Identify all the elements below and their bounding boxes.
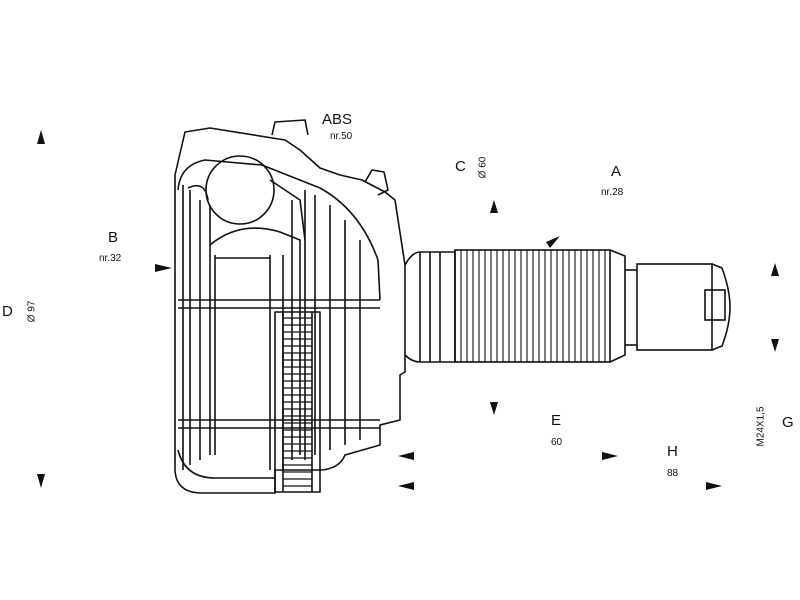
arrow-e-left [398,452,414,460]
abs-tab [271,119,309,136]
label-e: E [551,412,562,429]
arrow-d-up [37,130,45,144]
arrow-c-up [490,200,498,213]
label-h-dim: 88 [667,468,679,479]
ball [205,155,275,225]
label-b-nr: nr.32 [99,253,122,264]
shaft-tip [711,263,731,351]
arrow-h-left [398,482,414,490]
joint-housing [174,127,406,494]
inner-cup [177,159,381,301]
housing-lug [364,169,389,196]
label-a-nr: nr.28 [601,187,624,198]
arrow-d-down [37,474,45,488]
label-c-dim: Ø 60 [477,156,489,179]
arrow-b [155,264,172,272]
label-d-dim: Ø 97 [26,300,38,323]
label-c: C [455,158,466,175]
label-abs: ABS [322,111,353,128]
arrow-g-down [771,339,779,352]
label-h: H [667,443,678,460]
label-abs-nr: nr.50 [330,131,353,142]
label-d: D [2,303,13,320]
label-g: G [782,414,794,431]
label-a: A [611,163,622,180]
shaft-step [609,249,626,363]
abs-ring [274,311,321,493]
arrow-a [546,236,560,248]
inner-lower [177,449,275,479]
arrow-h-right [706,482,722,490]
arrow-g-up [771,263,779,276]
arrow-e-right [602,452,618,460]
arrow-c-down [490,402,498,415]
label-g-dim: M24X1,5 [755,406,767,447]
thread-section [636,263,713,351]
cage-outline [209,227,301,455]
label-b: B [108,229,119,246]
label-e-dim: 60 [551,437,563,448]
